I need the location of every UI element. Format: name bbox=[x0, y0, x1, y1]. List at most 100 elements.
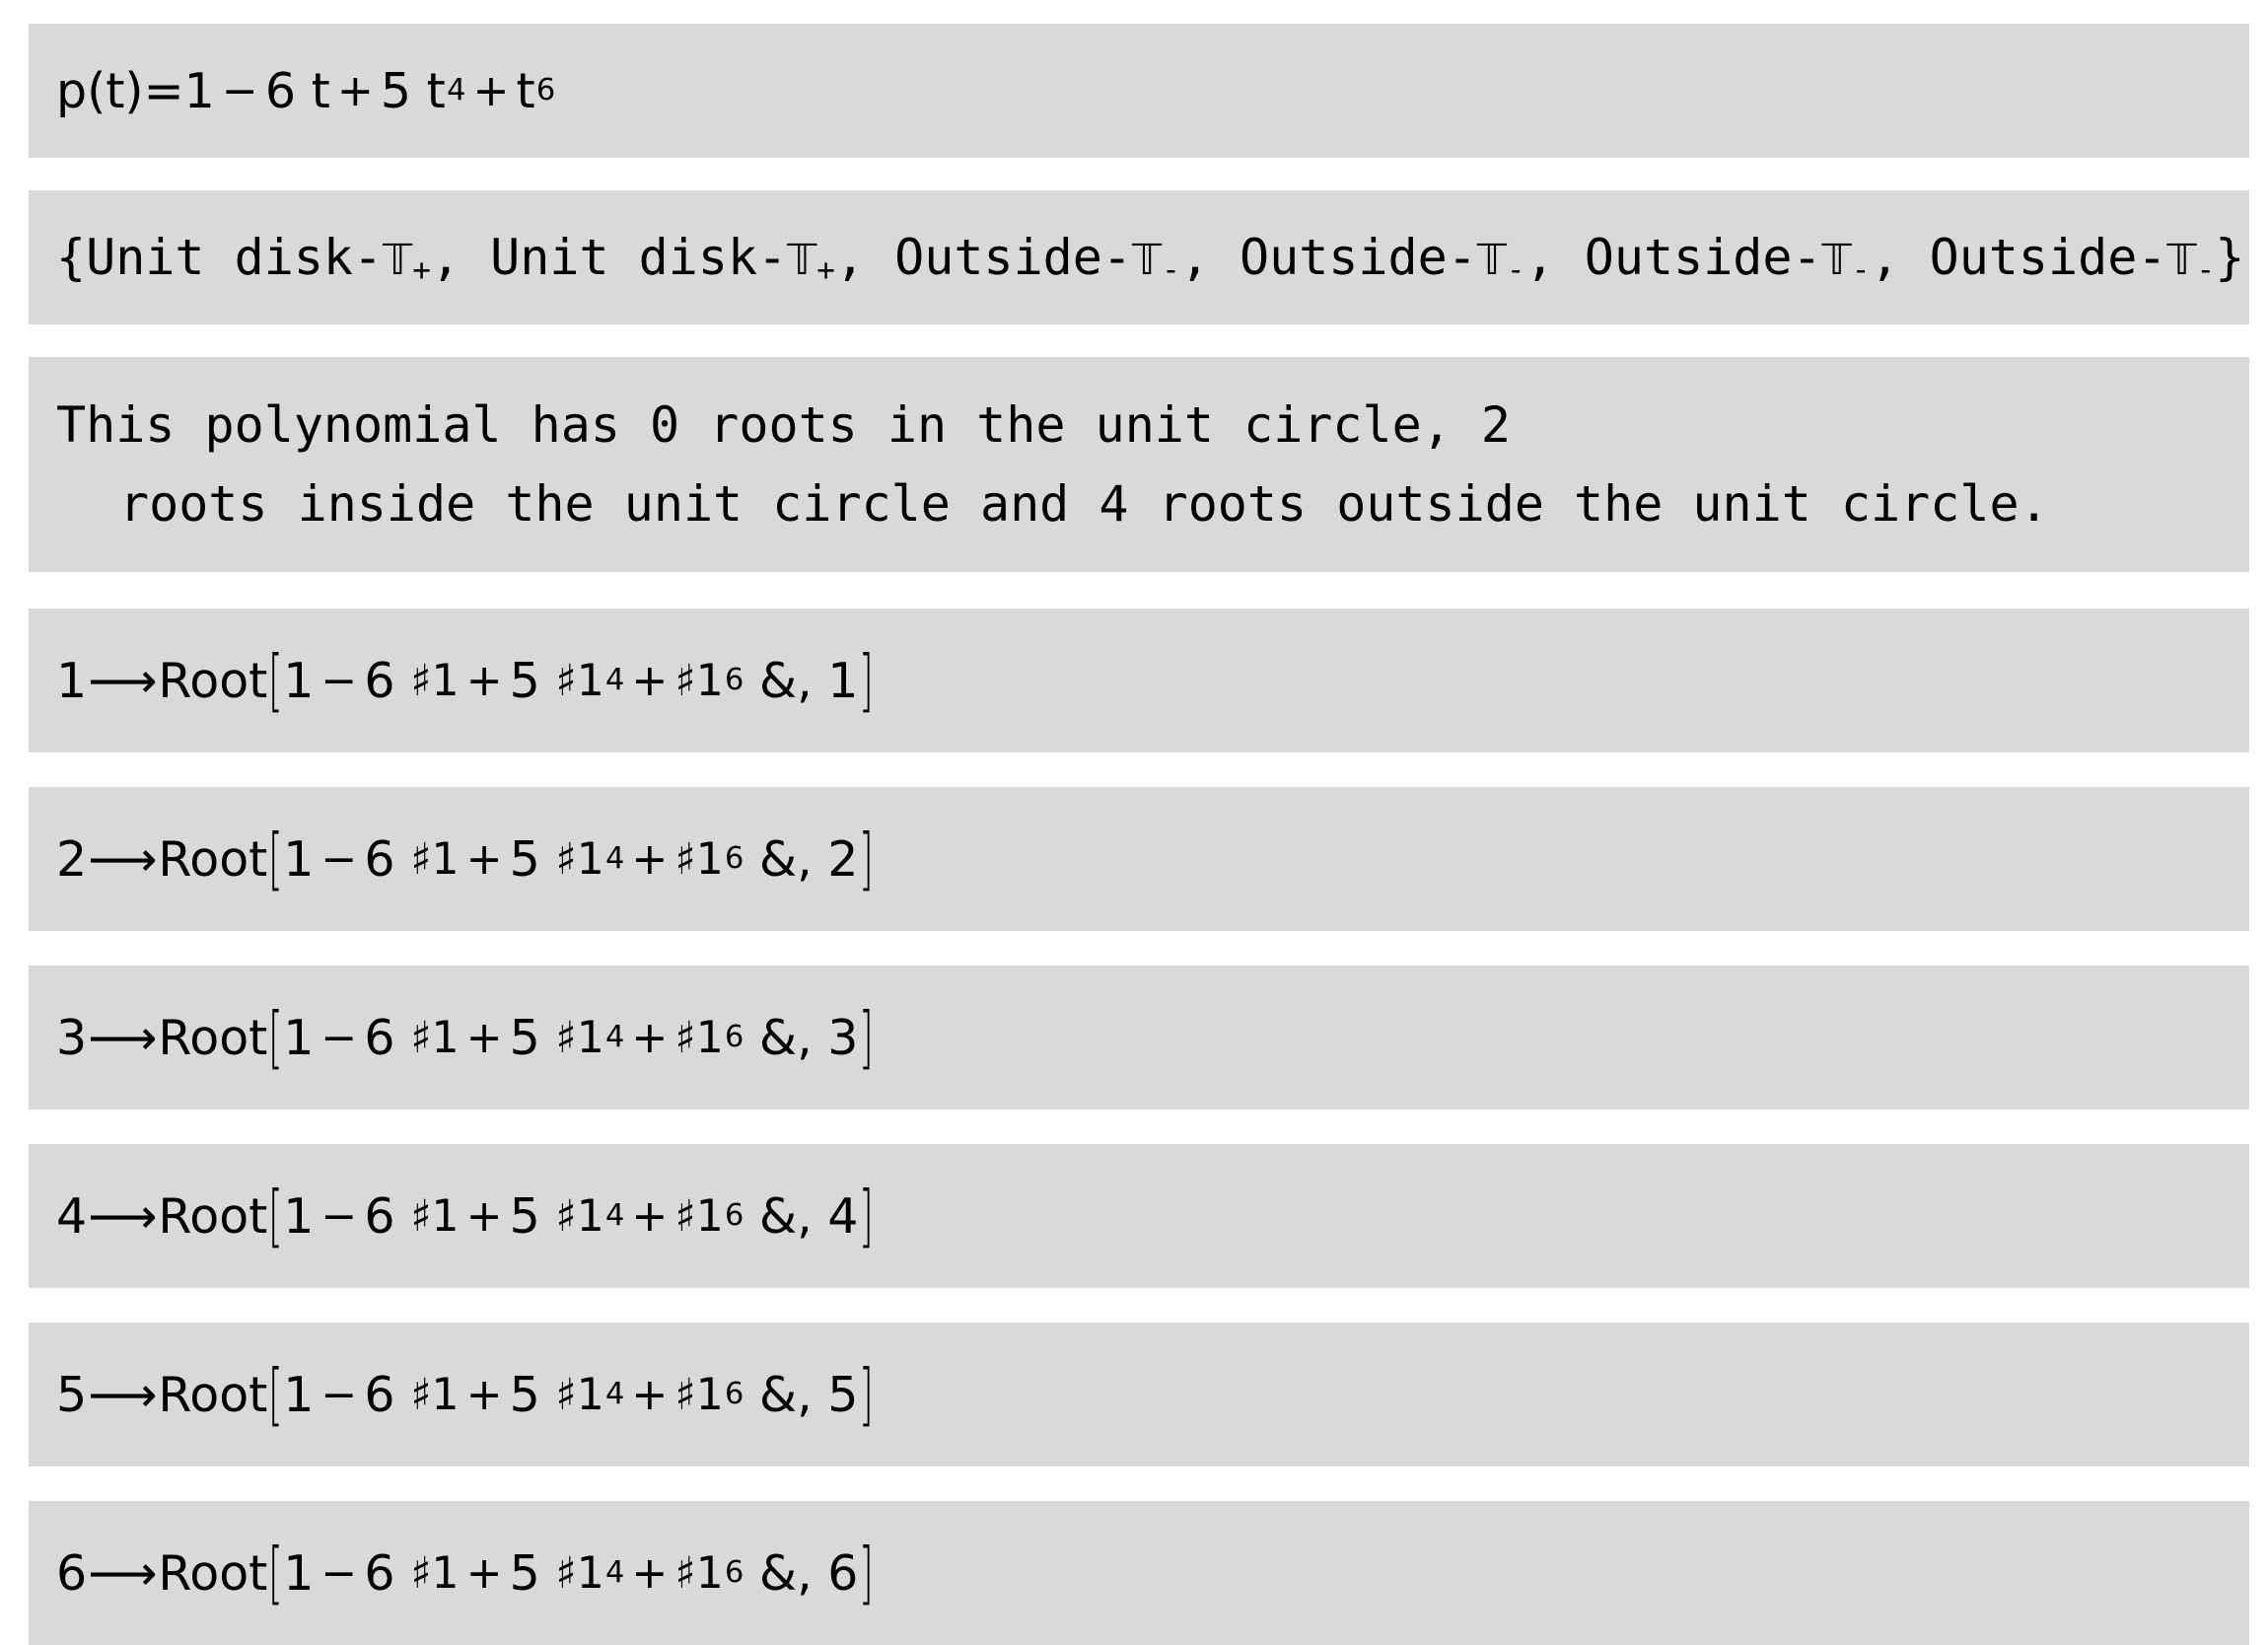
list-open-brace: { bbox=[56, 229, 87, 286]
root-quartic-coefficient: 5 bbox=[509, 1366, 540, 1423]
left-bracket: [ bbox=[267, 997, 283, 1077]
arrow-icon: ⟶ bbox=[88, 830, 158, 888]
minus-operator: − bbox=[320, 1190, 358, 1242]
root-constant: 1 bbox=[283, 652, 315, 709]
slot-symbol: ♯1 bbox=[555, 1012, 604, 1063]
minus-operator: − bbox=[320, 1369, 358, 1420]
pure-function-ampersand: &, bbox=[758, 1544, 813, 1602]
arrow-icon: ⟶ bbox=[88, 652, 158, 709]
root-number: 6 bbox=[827, 1544, 859, 1602]
pure-function-ampersand: &, bbox=[758, 830, 813, 888]
slot-symbol: ♯1 bbox=[674, 1547, 724, 1599]
root-number: 3 bbox=[827, 1009, 859, 1066]
root-constant: 1 bbox=[283, 830, 315, 888]
root-head: Root bbox=[158, 652, 268, 709]
slot-symbol: ♯1 bbox=[410, 833, 460, 885]
root-linear-coefficient: 6 bbox=[364, 830, 395, 888]
root-constant: 1 bbox=[283, 1187, 315, 1245]
right-bracket: ] bbox=[858, 819, 874, 898]
region-item: Unit disk-𝕋+ bbox=[490, 229, 835, 289]
left-bracket: [ bbox=[267, 1354, 283, 1434]
message-line-1: This polynomial has 0 roots in the unit … bbox=[56, 396, 1512, 454]
arrow-icon: ⟶ bbox=[88, 1544, 158, 1602]
region-list: Unit disk-𝕋+, Unit disk-𝕋+, Outside-𝕋-, … bbox=[86, 229, 2216, 289]
plus-operator: + bbox=[631, 1369, 669, 1420]
minus-operator: − bbox=[320, 1012, 358, 1063]
root-quartic-coefficient: 5 bbox=[509, 1544, 540, 1602]
quartic-variable: t bbox=[426, 62, 446, 119]
right-bracket: ] bbox=[858, 1354, 874, 1434]
linear-variable: t bbox=[311, 62, 330, 119]
root-head: Root bbox=[158, 1187, 268, 1245]
root-index: 6 bbox=[56, 1544, 88, 1602]
plus-operator: + bbox=[472, 65, 510, 116]
arrow-icon: ⟶ bbox=[88, 1009, 158, 1066]
plus-operator: + bbox=[465, 1369, 503, 1420]
root-number: 2 bbox=[827, 830, 859, 888]
root-constant: 1 bbox=[283, 1366, 315, 1423]
root-quartic-coefficient: 5 bbox=[509, 652, 540, 709]
root-index: 5 bbox=[56, 1366, 88, 1423]
slot-symbol: ♯1 bbox=[555, 833, 604, 885]
root-head: Root bbox=[158, 1544, 268, 1602]
constant-term: 1 bbox=[183, 62, 215, 119]
pure-function-ampersand: &, bbox=[758, 652, 813, 709]
slot-symbol: ♯1 bbox=[555, 1547, 604, 1599]
right-bracket: ] bbox=[858, 1176, 874, 1255]
root-index: 4 bbox=[56, 1187, 88, 1245]
root-constant: 1 bbox=[283, 1544, 315, 1602]
slot-symbol: ♯1 bbox=[410, 1012, 460, 1063]
minus-operator: − bbox=[320, 833, 358, 885]
plus-operator: + bbox=[631, 1547, 669, 1599]
arrow-icon: ⟶ bbox=[88, 1366, 158, 1423]
plus-operator: + bbox=[631, 1012, 669, 1063]
left-bracket: [ bbox=[267, 640, 283, 720]
plus-operator: + bbox=[631, 833, 669, 885]
plus-operator: + bbox=[465, 655, 503, 706]
slot-symbol: ♯1 bbox=[555, 1190, 604, 1242]
root-constant: 1 bbox=[283, 1009, 315, 1066]
slot-symbol: ♯1 bbox=[674, 655, 724, 706]
root-number: 5 bbox=[827, 1366, 859, 1423]
pure-function-ampersand: &, bbox=[758, 1187, 813, 1245]
plus-operator: + bbox=[465, 833, 503, 885]
list-close-brace: } bbox=[2215, 229, 2245, 286]
region-item: Unit disk-𝕋+ bbox=[86, 229, 431, 289]
linear-coefficient: 6 bbox=[264, 62, 297, 119]
root-head: Root bbox=[158, 830, 268, 888]
root-index: 2 bbox=[56, 830, 88, 888]
left-bracket: [ bbox=[267, 819, 283, 898]
root-quartic-coefficient: 5 bbox=[509, 1009, 540, 1066]
region-item: Outside-𝕋- bbox=[1584, 229, 1871, 289]
slot-symbol: ♯1 bbox=[410, 1547, 460, 1599]
region-item: Outside-𝕋- bbox=[894, 229, 1180, 289]
slot-symbol: ♯1 bbox=[555, 655, 604, 706]
root-linear-coefficient: 6 bbox=[364, 652, 395, 709]
right-bracket: ] bbox=[858, 1533, 874, 1612]
slot-symbol: ♯1 bbox=[410, 1190, 460, 1242]
root-linear-coefficient: 6 bbox=[364, 1187, 395, 1245]
root-quartic-coefficient: 5 bbox=[509, 830, 540, 888]
message-line-2: roots inside the unit circle and 4 roots… bbox=[119, 475, 2049, 533]
right-bracket: ] bbox=[858, 640, 874, 720]
slot-symbol: ♯1 bbox=[674, 833, 724, 885]
region-list-output-cell: {Unit disk-𝕋+, Unit disk-𝕋+, Outside-𝕋-,… bbox=[29, 190, 2249, 324]
quartic-coefficient: 5 bbox=[380, 62, 412, 119]
plus-operator: + bbox=[631, 655, 669, 706]
root-head: Root bbox=[158, 1009, 268, 1066]
sextic-variable: t bbox=[516, 62, 535, 119]
root-linear-coefficient: 6 bbox=[364, 1544, 395, 1602]
plus-operator: + bbox=[336, 65, 374, 116]
region-item: Outside-𝕋- bbox=[1239, 229, 1525, 289]
polynomial-lhs: p(t) bbox=[56, 62, 144, 119]
minus-operator: − bbox=[221, 65, 258, 116]
right-bracket: ] bbox=[858, 997, 874, 1077]
pure-function-ampersand: &, bbox=[758, 1009, 813, 1066]
plus-operator: + bbox=[631, 1190, 669, 1242]
